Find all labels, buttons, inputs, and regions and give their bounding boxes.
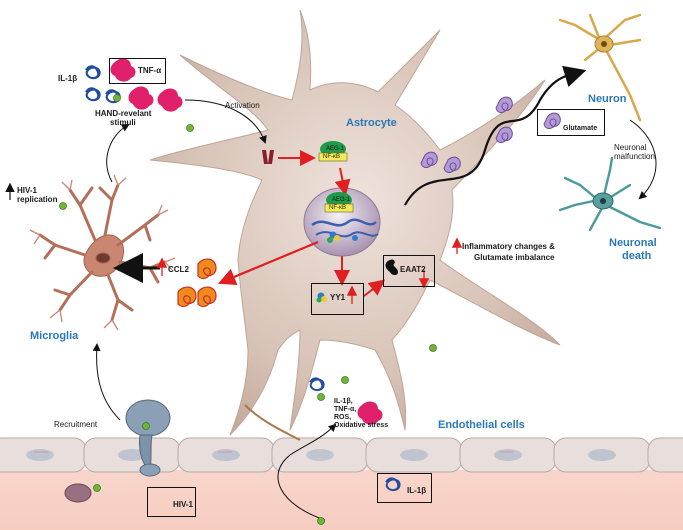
activation-label: Activation (225, 101, 260, 110)
cytokine-list-2: TNF-α, (334, 406, 357, 413)
neuron-label: Neuron (588, 93, 627, 105)
il1b-bottom-box (377, 473, 432, 503)
yy1-box (311, 283, 364, 315)
hiv-virus-particles (59, 94, 437, 525)
receptor-icon (262, 150, 274, 164)
ccl2-molecules (177, 258, 217, 308)
hiv1-box (147, 487, 196, 517)
eaat2-transporter-icon (385, 259, 398, 275)
inflammatory-label-1: Inflammatory changes & (462, 242, 555, 251)
il1b-bottom-label: IL-1β (407, 486, 427, 495)
aeg1-label: AEG-1 (326, 146, 345, 152)
recruitment-label: Recruitment (54, 420, 98, 429)
nuclear-protein-glyphs (327, 231, 358, 243)
inflammatory-label-2: Glutamate imbalance (474, 253, 555, 262)
hiv-replication-label-2: replication (17, 195, 58, 204)
neuronal-malfunction-label-1: Neuronal (614, 143, 647, 152)
eaat2-label: EAAT2 (400, 265, 426, 274)
malfunction-arrow (629, 119, 657, 200)
recruitment-arrow (92, 343, 121, 421)
aeg1-nfkb-nuclear-complex (324, 192, 354, 213)
aeg1-nuclear-label: AEG-1 (332, 197, 351, 203)
astrocyte-to-neuron-arrow (404, 65, 587, 206)
hiv-replication-label-1: HIV-1 (17, 186, 38, 195)
astrocyte-cell (149, 9, 561, 436)
yy1-label: YY1 (330, 293, 346, 302)
neuronal-death-label-2: death (622, 250, 652, 262)
yy1-protein-icon (316, 292, 327, 303)
cytokine-list-4: Oxidative stress (334, 422, 389, 429)
endothelial-cell-layer (0, 437, 683, 473)
il1b-top-label: IL-1β (58, 74, 78, 83)
hiv1-label: HIV-1 (173, 500, 194, 509)
cytokine-arrow (277, 423, 337, 521)
cytokine-list-1: IL-1β, (334, 398, 353, 405)
nucleus-to-ccl2-arrow (217, 240, 319, 286)
tnf-alpha-label: TNF-α (138, 66, 162, 75)
monocyte-cell (64, 399, 171, 503)
cytokine-cluster-top (85, 58, 183, 112)
nfkb-label: NF-κB (323, 154, 340, 160)
endothelial-label: Endothelial cells (438, 419, 525, 431)
astrocyte-label: Astrocyte (346, 117, 397, 129)
yy1-to-eaat2-arrow (363, 279, 386, 297)
nfkb-nuclear-label: NF-κB (329, 205, 346, 211)
activation-arrow (184, 99, 267, 144)
aeg1-to-nucleus-arrow (334, 167, 351, 196)
glutamate-label: Glutamate (563, 125, 598, 132)
tnf-alpha-box (109, 58, 166, 84)
eaat2-box (383, 255, 435, 287)
ccl2-label: CCL2 (168, 265, 189, 274)
neuronal-malfunction-label-2: malfunction (614, 152, 655, 161)
dying-neuron-cell (558, 156, 662, 232)
microglia-to-stimuli-arrow (106, 124, 130, 183)
hand-stimuli-label-1: HAND-revelant (95, 109, 152, 118)
hand-stimuli-label-2: stimuli (110, 118, 136, 127)
glutamate-molecules (420, 96, 561, 173)
microglia-label: Microglia (30, 330, 79, 342)
neuronal-death-label-1: Neuronal (609, 237, 657, 249)
cytokine-cluster-bottom (309, 377, 401, 492)
astrocyte-endfoot (244, 404, 301, 441)
glutamate-box (537, 109, 605, 136)
cytokine-list-3: ROS, (334, 414, 352, 421)
neuron-cell (558, 13, 642, 122)
aeg1-nfkb-complex (318, 141, 348, 162)
